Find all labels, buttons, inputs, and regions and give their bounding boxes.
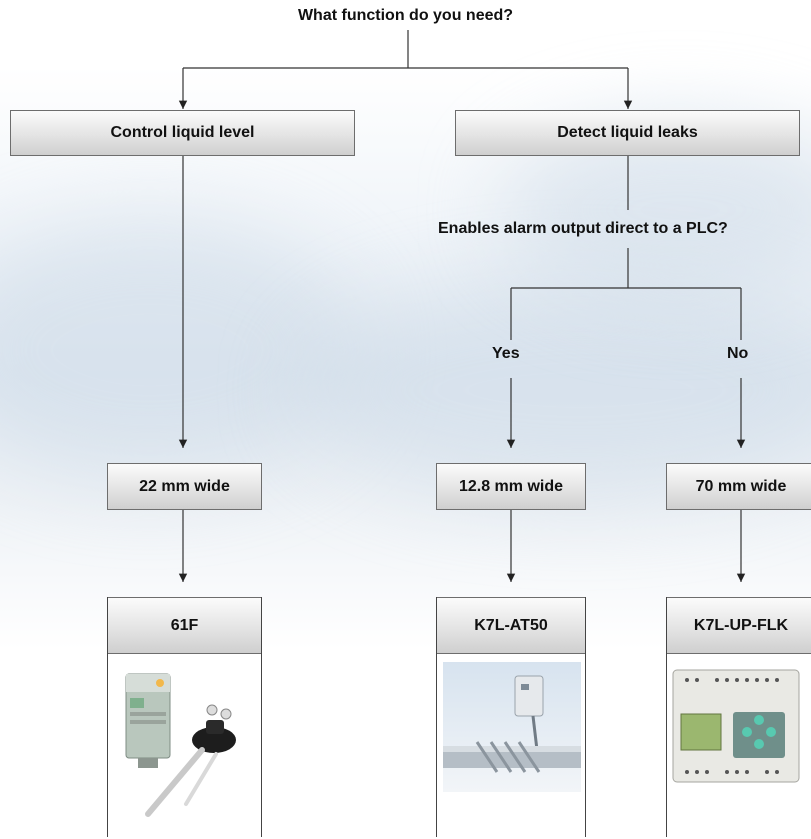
probe-icon	[145, 704, 236, 817]
product-name-61f: 61F	[108, 597, 261, 654]
product-image-k7l-at50	[437, 654, 585, 837]
plc-question-label: Enables alarm output direct to a PLC?	[438, 220, 728, 237]
leak-sensor-icon	[514, 675, 544, 751]
product-card-61f[interactable]: 61F	[107, 597, 262, 837]
question-label: What function do you need?	[297, 7, 514, 24]
function-control-liquid-level[interactable]: Control liquid level	[10, 110, 355, 156]
programmable-relay-icon	[672, 669, 800, 783]
answer-no-label: No	[727, 345, 749, 362]
product-image-61f	[108, 654, 261, 837]
width-22mm[interactable]: 22 mm wide	[107, 463, 262, 510]
function-detect-liquid-leaks[interactable]: Detect liquid leaks	[455, 110, 800, 156]
product-card-k7l-up-flk[interactable]: K7L-UP-FLK	[666, 597, 811, 837]
pipe-icon	[443, 741, 581, 773]
width-12-8mm[interactable]: 12.8 mm wide	[436, 463, 586, 510]
product-image-k7l-up-flk	[667, 654, 811, 837]
answer-yes-label: Yes	[492, 345, 520, 362]
width-70mm[interactable]: 70 mm wide	[666, 463, 811, 510]
product-card-k7l-at50[interactable]: K7L-AT50	[436, 597, 586, 837]
product-name-k7l-up-flk: K7L-UP-FLK	[667, 597, 811, 654]
level-controller-icon	[125, 673, 171, 768]
product-name-k7l-at50: K7L-AT50	[437, 597, 585, 654]
